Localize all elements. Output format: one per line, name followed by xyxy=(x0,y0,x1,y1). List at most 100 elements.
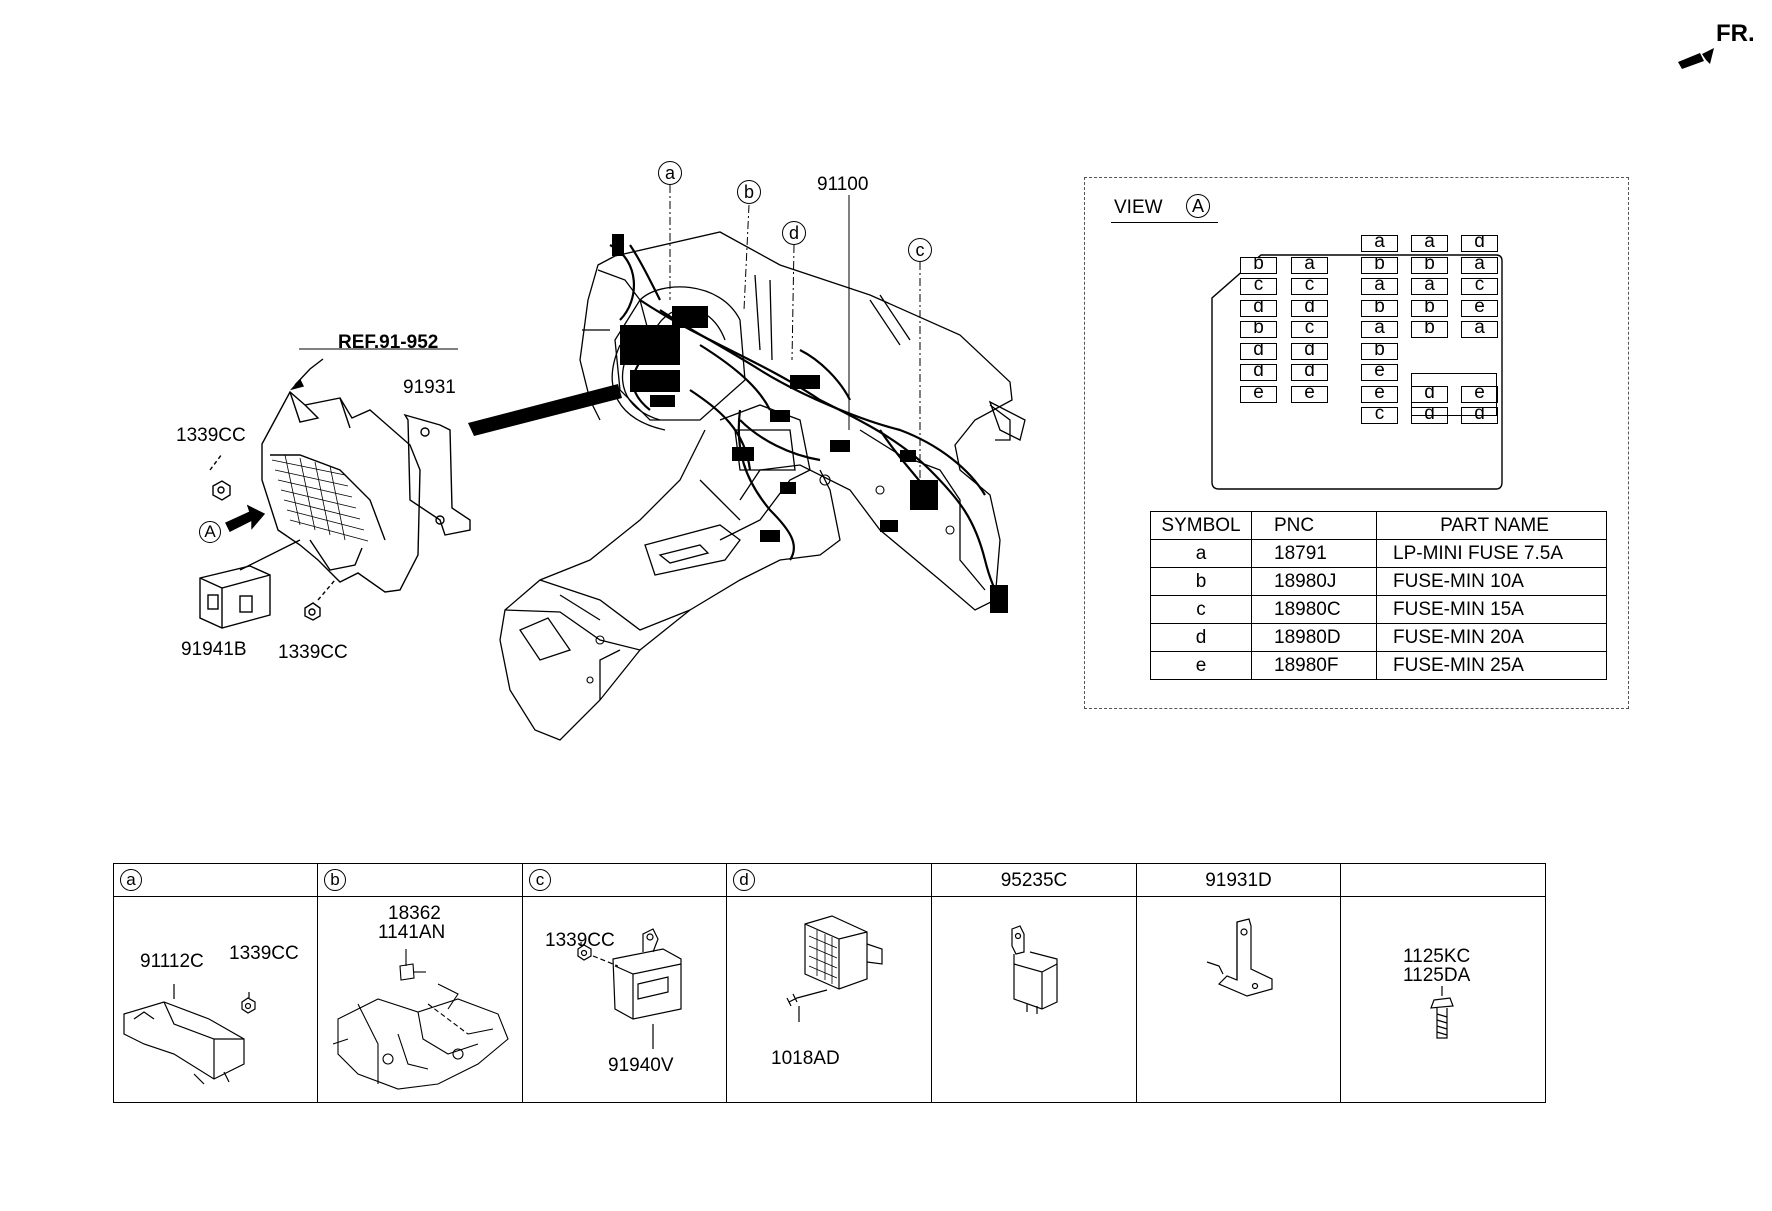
junction-block-illustration xyxy=(786,915,883,1022)
fuse-slot: e xyxy=(1461,299,1498,317)
detail-head-circle: c xyxy=(529,869,551,891)
fuse-slot: c xyxy=(1361,407,1398,424)
callout-a: a xyxy=(658,161,682,185)
table-cell: e xyxy=(1150,651,1252,680)
bolt-icon xyxy=(1430,986,1454,1039)
detail-cell-head xyxy=(1341,864,1545,897)
part-label-91931: 91931 xyxy=(403,377,456,398)
table-cell: 18980J xyxy=(1251,567,1377,596)
fuse-slot: b xyxy=(1240,321,1277,338)
view-marker-a: A xyxy=(199,521,221,543)
ref-label: REF.91-952 xyxy=(338,332,439,353)
fuse-slot: b xyxy=(1240,256,1277,274)
table-cell: 18980F xyxy=(1251,651,1377,680)
detail-head-circle: b xyxy=(324,869,346,891)
front-arrow-icon xyxy=(1676,44,1714,77)
front-label: FR. xyxy=(1716,20,1755,47)
table-row: c 18980C FUSE-MIN 15A xyxy=(1150,595,1607,624)
fuse-slot: c xyxy=(1461,278,1498,295)
fuse-slot: a xyxy=(1461,321,1498,338)
detail-cell-95235c: 95235C xyxy=(932,864,1137,1102)
table-cell: LP-MINI FUSE 7.5A xyxy=(1376,539,1607,568)
callout-d: d xyxy=(782,221,806,245)
part-label-1339cc-top: 1339CC xyxy=(176,425,246,446)
mounting-bracket-illustration xyxy=(332,949,509,1090)
table-row: d 18980D FUSE-MIN 20A xyxy=(1150,623,1607,652)
view-a-title: VIEW xyxy=(1114,197,1163,218)
fuse-slot: d xyxy=(1240,342,1277,360)
table-header-row: SYMBOL PNC PART NAME xyxy=(1150,511,1607,540)
detail-cell-c: c 1339CC 91940V xyxy=(523,864,727,1102)
relay-illustration xyxy=(1011,925,1058,1014)
fuse-grid-blank-area xyxy=(1411,373,1497,416)
detail-head-circle: d xyxy=(733,869,755,891)
bracket-illustration xyxy=(1206,918,1273,997)
table-cell: 18980D xyxy=(1251,623,1377,652)
table-cell: d xyxy=(1150,623,1252,652)
fuse-slot: a xyxy=(1291,256,1328,274)
fuse-slot: a xyxy=(1361,278,1398,295)
fuse-slot: e xyxy=(1361,385,1398,403)
fuse-slot: a xyxy=(1461,256,1498,274)
table-cell: 18791 xyxy=(1251,539,1377,568)
view-a-title-underline xyxy=(1111,222,1218,223)
fuse-slot: b xyxy=(1361,342,1398,360)
detail-cell-bolts: 1125KC 1125DA xyxy=(1341,864,1545,1102)
detail-label: 91940V xyxy=(608,1055,674,1076)
table-row: b 18980J FUSE-MIN 10A xyxy=(1150,567,1607,596)
fuse-slot: e xyxy=(1461,385,1498,403)
fuse-slot: b xyxy=(1411,256,1448,274)
detail-cell-head: d xyxy=(727,864,931,897)
table-row: e 18980F FUSE-MIN 25A xyxy=(1150,651,1607,680)
table-cell: FUSE-MIN 25A xyxy=(1376,651,1607,680)
detail-label: 18362 xyxy=(388,903,441,924)
fuse-slot: e xyxy=(1291,385,1328,403)
detail-cell-d: d 1018AD xyxy=(727,864,932,1102)
detail-cell-a: a 91112C 1339CC xyxy=(114,864,318,1102)
table-header: PNC xyxy=(1251,511,1377,540)
table-header: PART NAME xyxy=(1376,511,1607,540)
detail-label: 1125DA xyxy=(1403,965,1471,986)
detail-cell-head: 95235C xyxy=(932,864,1136,897)
fuse-slot: d xyxy=(1291,299,1328,317)
fuse-slot: d xyxy=(1411,385,1448,403)
table-cell: FUSE-MIN 20A xyxy=(1376,623,1607,652)
table-cell: FUSE-MIN 15A xyxy=(1376,595,1607,624)
detail-label: 1339CC xyxy=(545,930,615,951)
part-label-1339cc-bottom: 1339CC xyxy=(278,642,348,663)
detail-cell-head: c xyxy=(523,864,726,897)
detail-label: 1018AD xyxy=(771,1048,840,1069)
table-cell: c xyxy=(1150,595,1252,624)
view-a-marker: A xyxy=(1186,194,1210,218)
fuse-box-outline xyxy=(1211,254,1503,490)
fuse-slot: d xyxy=(1240,299,1277,317)
duct-bracket-illustration xyxy=(123,984,256,1085)
fuse-slot: d xyxy=(1291,364,1328,381)
fuse-slot: b xyxy=(1411,299,1448,317)
module-illustration xyxy=(577,928,682,1049)
callout-b: b xyxy=(737,180,761,204)
detail-label: 91112C xyxy=(140,951,204,972)
fuse-slot: b xyxy=(1411,321,1448,338)
fuse-parts-table: SYMBOL PNC PART NAME a 18791 LP-MINI FUS… xyxy=(1150,511,1607,680)
fuse-slot: e xyxy=(1240,385,1277,403)
fuse-slot: a xyxy=(1361,235,1398,252)
detail-label: 1339CC xyxy=(229,943,299,964)
detail-label: 1141AN xyxy=(378,922,446,943)
part-label-91941b: 91941B xyxy=(181,639,247,660)
detail-head-circle: a xyxy=(120,869,142,891)
callout-c: c xyxy=(908,238,932,262)
fuse-slot: d xyxy=(1291,342,1328,360)
table-cell: 18980C xyxy=(1251,595,1377,624)
table-cell: b xyxy=(1150,567,1252,596)
fuse-slot: c xyxy=(1291,321,1328,338)
fuse-slot: c xyxy=(1240,278,1277,295)
table-cell: FUSE-MIN 10A xyxy=(1376,567,1607,596)
detail-cell-head: 91931D xyxy=(1137,864,1340,897)
table-row: a 18791 LP-MINI FUSE 7.5A xyxy=(1150,539,1607,568)
detail-strip: a 91112C 1339CC b 18362 1141AN xyxy=(113,863,1546,1103)
detail-cell-head: b xyxy=(318,864,522,897)
fuse-slot: d xyxy=(1240,364,1277,381)
